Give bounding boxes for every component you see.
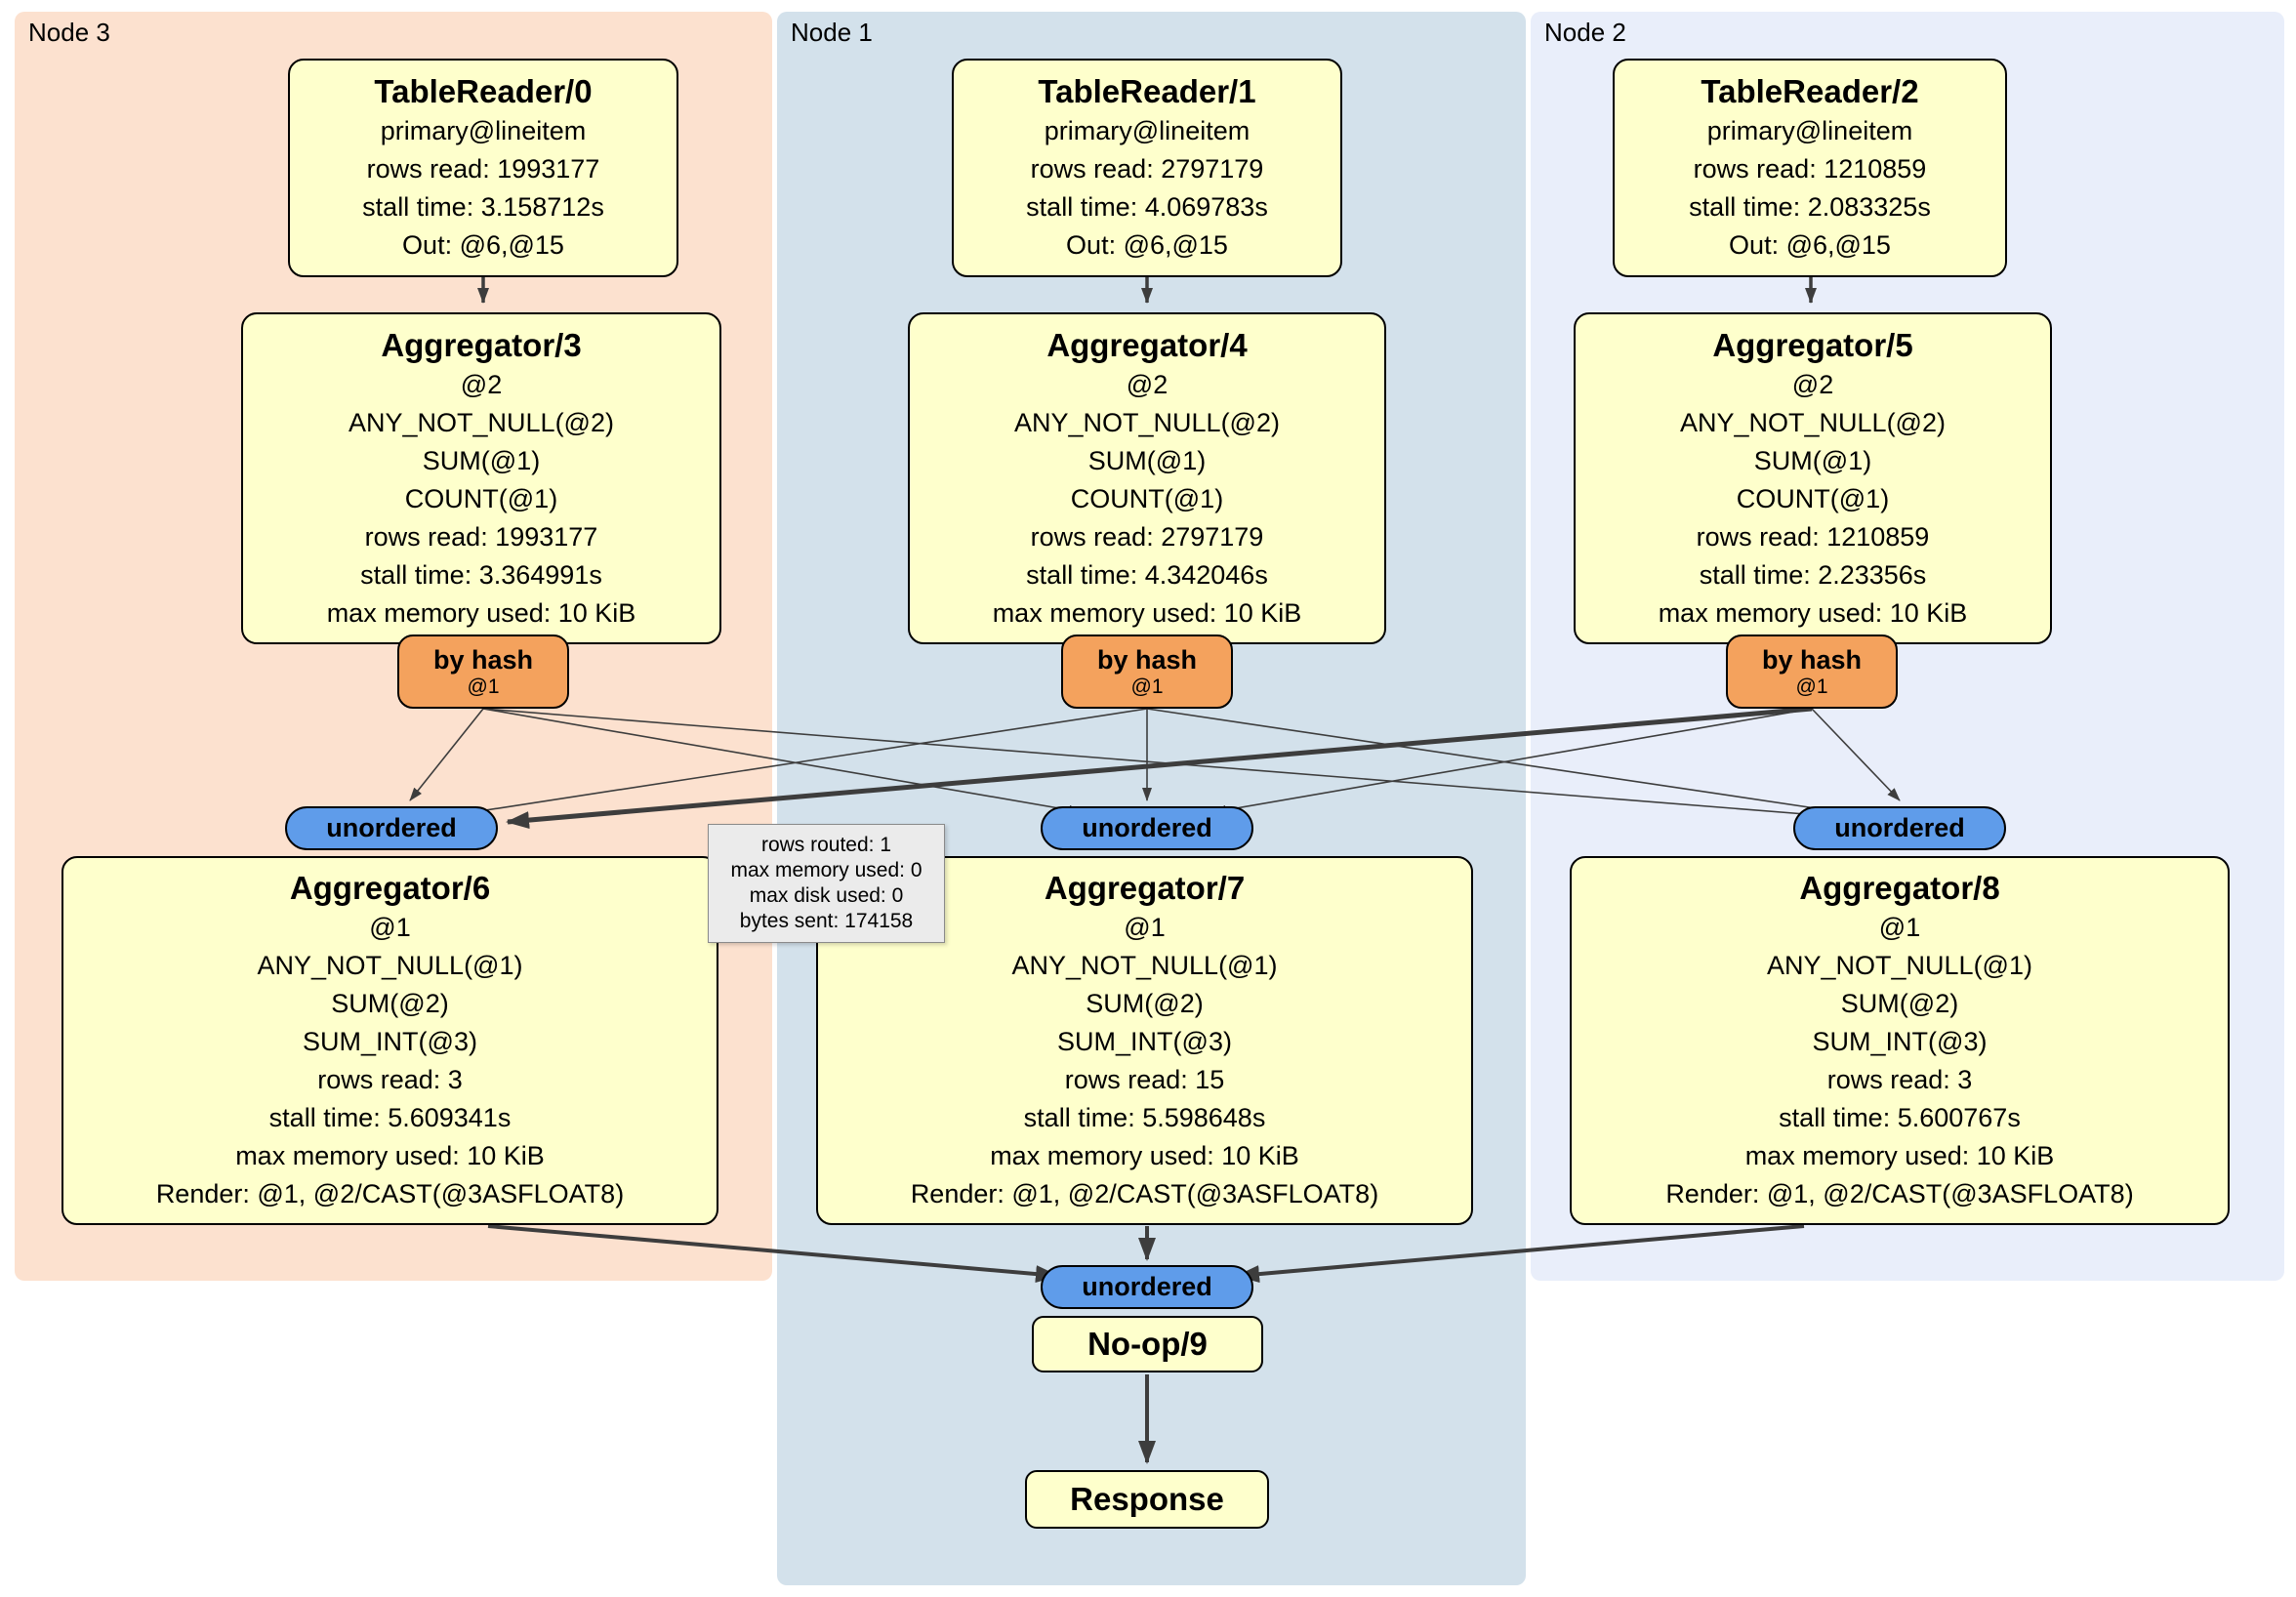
processor-response[interactable]: Response — [1025, 1470, 1269, 1529]
processor-title: TableReader/1 — [1038, 73, 1256, 109]
router-by-hash-node3[interactable]: by hash @1 — [397, 635, 569, 709]
processor-title: Aggregator/3 — [381, 326, 582, 363]
processor-title: Aggregator/6 — [289, 870, 491, 906]
processor-title: Aggregator/8 — [1799, 870, 2000, 906]
router-hash-columns: @1 — [1795, 676, 1828, 698]
processor-title: Aggregator/4 — [1046, 326, 1248, 363]
stream-unordered-node2[interactable]: unordered — [1793, 806, 2006, 850]
router-by-hash-node2[interactable]: by hash @1 — [1726, 635, 1898, 709]
router-label: by hash — [432, 645, 534, 675]
processor-noop-9[interactable]: No-op/9 — [1032, 1316, 1263, 1372]
processor-title: Aggregator/5 — [1712, 326, 1913, 363]
router-label: by hash — [1761, 645, 1863, 675]
router-hash-columns: @1 — [1130, 676, 1164, 698]
stream-unordered-node3[interactable]: unordered — [285, 806, 498, 850]
region-node-1-label: Node 1 — [791, 18, 873, 47]
processor-title: Aggregator/7 — [1044, 870, 1246, 906]
processor-title: TableReader/2 — [1701, 73, 1919, 109]
router-by-hash-node1[interactable]: by hash @1 — [1061, 635, 1233, 709]
processor-title: TableReader/0 — [374, 73, 593, 109]
region-node-3-label: Node 3 — [28, 18, 110, 47]
router-hash-columns: @1 — [467, 676, 500, 698]
stream-unordered-node1[interactable]: unordered — [1041, 806, 1253, 850]
router-label: by hash — [1096, 645, 1198, 675]
stream-unordered-merge[interactable]: unordered — [1041, 1265, 1253, 1309]
region-node-2-label: Node 2 — [1544, 18, 1626, 47]
